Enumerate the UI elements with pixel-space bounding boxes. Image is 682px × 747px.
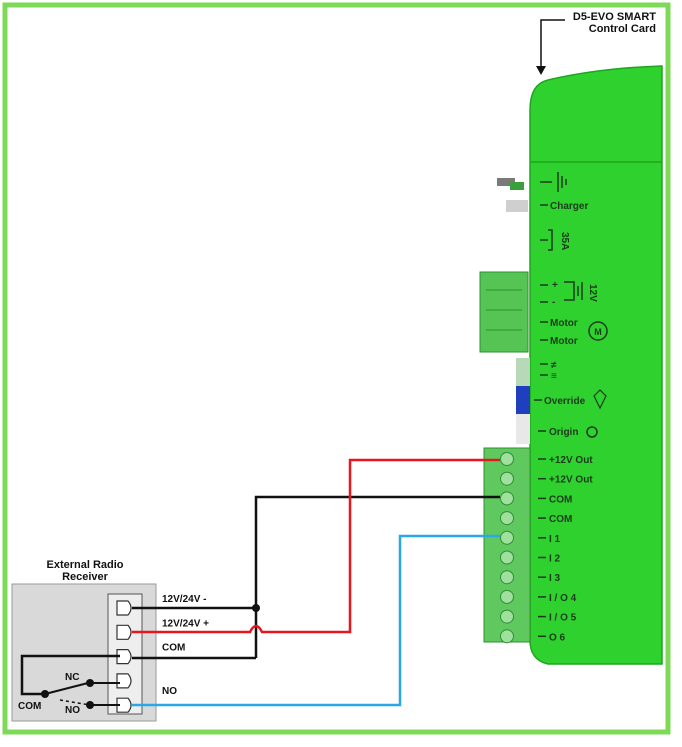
card-terminal-label: O 6 — [549, 632, 566, 643]
card-terminal: COM — [500, 511, 572, 526]
terminal-screw-icon — [500, 589, 514, 604]
card-terminal: I 2 — [500, 550, 561, 565]
terminal-screw-icon — [500, 491, 514, 506]
card-title-line1: D5-EVO SMART — [573, 11, 656, 23]
receiver-terminal-label: NO — [162, 686, 177, 697]
receiver-terminal: 12V/24V + — [116, 618, 209, 640]
terminal-screw-icon — [500, 629, 514, 644]
battery-symbol-icon — [564, 281, 583, 301]
relay-dashed-link — [59, 699, 91, 706]
jumper-block — [516, 358, 530, 386]
terminal-screw-icon — [500, 511, 514, 526]
wire-red-power — [132, 458, 500, 634]
receiver-screw-icon — [116, 600, 132, 616]
card-terminal-label: COM — [549, 494, 572, 505]
receiver-title-line2: Receiver — [62, 571, 109, 583]
override-hand-icon — [593, 389, 607, 410]
battery-motor-connector — [479, 271, 529, 353]
card-terminal: O 6 — [500, 629, 566, 644]
motor1-label: Motor — [550, 318, 578, 329]
receiver-terminal: NO — [116, 686, 177, 713]
card-terminal-label: I 2 — [549, 554, 561, 565]
card-terminal: I 1 — [500, 530, 561, 545]
receiver-terminal-label: 12V/24V - — [162, 594, 206, 605]
receiver-terminal: COM — [116, 643, 185, 665]
receiver-title-line1: External Radio — [46, 559, 123, 571]
receiver-screw-icon — [116, 673, 132, 689]
fuse-symbol-icon — [548, 229, 553, 251]
card-terminal-label: I / O 5 — [549, 613, 577, 624]
receiver-terminal — [116, 673, 132, 689]
relay-nc-label: NC — [65, 672, 79, 683]
card-terminal-label: I 3 — [549, 573, 561, 584]
terminal-screw-icon — [500, 570, 514, 585]
receiver-terminal-label: COM — [162, 643, 185, 654]
relay-com-wire — [20, 654, 120, 696]
card-terminal-label: I / O 4 — [549, 593, 577, 604]
terminal-screw-icon — [500, 609, 514, 624]
jumper2-label: ≡ — [551, 371, 557, 382]
receiver-terminal: 12V/24V - — [116, 594, 206, 616]
battery-minus-label: - — [552, 297, 555, 308]
origin-label: Origin — [549, 427, 578, 438]
card-terminal: +12V Out — [500, 471, 593, 486]
relay-com-label: COM — [18, 701, 41, 712]
title-pointer-arrow — [536, 66, 546, 75]
receiver-terminal-list: 12V/24V - 12V/24V + COM NO — [116, 594, 209, 713]
receiver-terminal-label: 12V/24V + — [162, 618, 209, 629]
fuse-label: 35A — [559, 232, 570, 250]
ground-symbol-icon — [557, 172, 567, 192]
battery-voltage-label: 12V — [587, 284, 598, 302]
origin-block — [516, 414, 530, 444]
terminal-screw-icon — [500, 452, 514, 466]
charger-connector — [506, 200, 528, 212]
origin-sensor-icon — [586, 426, 598, 438]
card-terminal: +12V Out — [500, 452, 593, 466]
junction-dot — [252, 604, 260, 612]
terminal-screw-icon — [500, 550, 514, 565]
override-label: Override — [544, 396, 586, 407]
card-terminal: COM — [500, 491, 572, 506]
terminal-screw-icon — [500, 530, 514, 545]
wire-blue-trigger — [132, 534, 500, 707]
card-terminal: I 3 — [500, 570, 561, 585]
title-pointer-line — [540, 19, 565, 68]
control-card-body — [529, 65, 663, 665]
relay-switch-arm — [44, 682, 89, 695]
motor2-label: Motor — [550, 336, 578, 347]
override-block — [516, 386, 530, 414]
charger-clip-tab — [510, 182, 524, 190]
receiver-screw-icon — [116, 649, 132, 665]
card-title-line2: Control Card — [589, 23, 656, 35]
motor-symbol-label: M — [594, 327, 602, 337]
charger-label: Charger — [550, 201, 588, 212]
card-terminal-label: +12V Out — [549, 455, 593, 466]
card-terminal-label: COM — [549, 514, 572, 525]
card-terminal: I / O 4 — [500, 589, 577, 604]
relay-com-dot — [41, 690, 49, 698]
card-terminal-label: I 1 — [549, 534, 561, 545]
card-terminal-label: +12V Out — [549, 475, 593, 486]
charger-clip — [497, 178, 515, 186]
motor-symbol-icon — [588, 321, 608, 341]
card-terminal: I / O 5 — [500, 609, 577, 624]
terminal-screw-icon — [500, 471, 514, 486]
receiver-screw-icon — [116, 697, 132, 713]
jumper1-label: ≠ — [551, 360, 557, 371]
relay-no-label: NO — [65, 705, 80, 716]
receiver-screw-icon — [116, 624, 132, 640]
battery-plus-label: + — [552, 280, 558, 291]
